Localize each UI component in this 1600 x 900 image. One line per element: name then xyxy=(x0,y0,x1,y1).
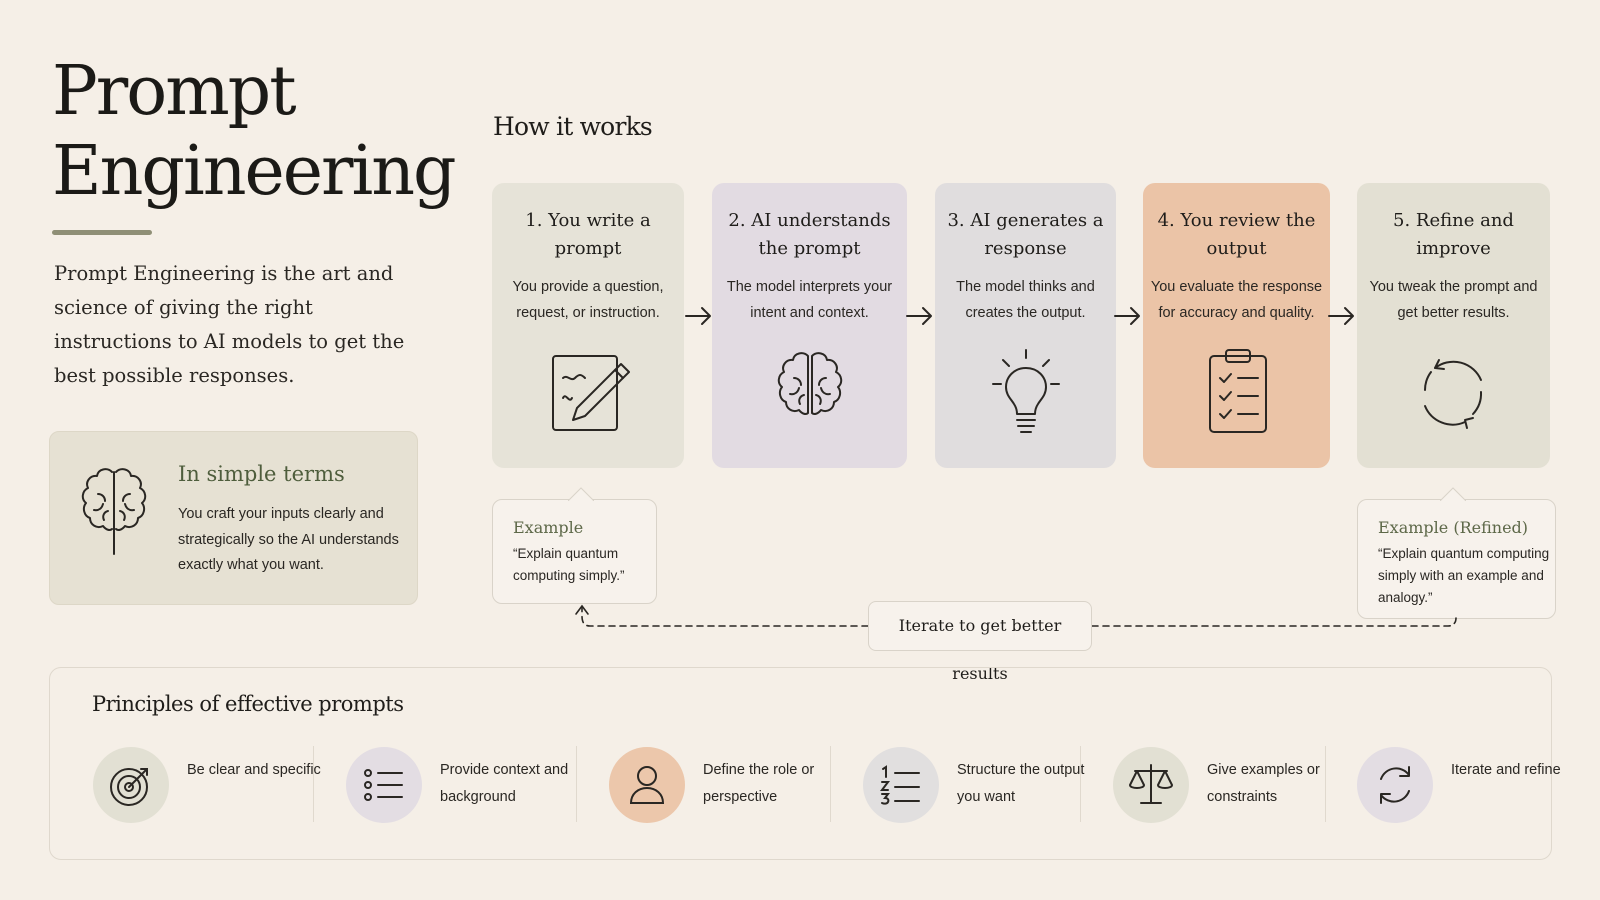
example-bubble: Example “Explain quantum computing simpl… xyxy=(492,487,657,604)
step-3-card: 3. AI generates a response The model thi… xyxy=(935,183,1116,468)
target-icon xyxy=(110,768,148,806)
divider xyxy=(313,746,314,822)
step-2-card: 2. AI understands the prompt The model i… xyxy=(712,183,907,468)
principle-label: Iterate and refine xyxy=(1451,762,1561,778)
how-it-works-heading: How it works xyxy=(493,112,653,141)
principle-label: Define the role or perspective xyxy=(703,762,815,805)
principle-item: Give examples or constraints xyxy=(1113,745,1343,825)
simple-terms-card: In simple terms You craft your inputs cl… xyxy=(49,431,418,605)
title-line-1: Prompt xyxy=(52,52,297,131)
lightbulb-icon xyxy=(991,349,1060,433)
refresh-icon xyxy=(1423,359,1482,429)
step-title: 2. AI understands the prompt xyxy=(728,210,891,259)
numbered-list-icon xyxy=(880,765,920,805)
step-arrow-1 xyxy=(685,307,711,325)
divider xyxy=(576,746,577,822)
step-4-card: 4. You review the output You evaluate th… xyxy=(1143,183,1330,468)
principle-item: Iterate and refine xyxy=(1357,745,1567,825)
principle-label: Give examples or constraints xyxy=(1207,762,1320,805)
principle-item: Structure the output you want xyxy=(863,745,1093,825)
step-arrow-2 xyxy=(906,307,932,325)
step-description: The model interprets your intent and con… xyxy=(726,279,893,321)
principle-icon-circle xyxy=(93,747,169,823)
step-arrow-3 xyxy=(1114,307,1140,325)
example-text: “Explain quantum computing simply.” xyxy=(513,546,625,583)
principle-item: Provide context and background xyxy=(346,745,576,825)
step-title: 3. AI generates a response xyxy=(947,210,1104,259)
title-line-2: Engineering xyxy=(52,132,457,211)
refined-example-text: “Explain quantum computing simply with a… xyxy=(1378,546,1550,605)
principle-icon-circle xyxy=(863,747,939,823)
brain-icon xyxy=(81,468,147,555)
step-1-card: 1. You write a prompt You provide a ques… xyxy=(492,183,684,468)
principle-icon-circle xyxy=(1357,747,1433,823)
example-label: Example xyxy=(513,518,584,537)
refined-example-label: Example (Refined) xyxy=(1378,518,1529,537)
principle-item: Be clear and specific xyxy=(93,745,321,825)
principle-icon-circle xyxy=(609,747,685,823)
step-title: 4. You review the output xyxy=(1157,210,1316,259)
divider xyxy=(830,746,831,822)
refined-example-bubble: Example (Refined) “Explain quantum compu… xyxy=(1357,487,1556,619)
step-5-card: 5. Refine and improve You tweak the prom… xyxy=(1357,183,1550,468)
divider xyxy=(1325,746,1326,822)
step-description: The model thinks and creates the output. xyxy=(956,279,1095,321)
iterate-label: Iterate to get better results xyxy=(868,601,1092,683)
step-arrow-4 xyxy=(1328,307,1354,325)
page-title: Prompt Engineering xyxy=(52,52,457,212)
principle-label: Provide context and background xyxy=(440,762,569,805)
step-description: You provide a question, request, or inst… xyxy=(512,279,664,321)
intro-text: Prompt Engineering is the art and scienc… xyxy=(54,262,405,387)
brain-icon xyxy=(777,352,842,415)
simple-terms-text: You craft your inputs clearly and strate… xyxy=(178,506,399,573)
document-pencil-icon xyxy=(552,355,630,431)
principles-heading: Principles of effective prompts xyxy=(92,692,404,716)
step-description: You tweak the prompt and get better resu… xyxy=(1369,279,1538,321)
bubble-tail xyxy=(568,487,594,501)
principle-label: Be clear and specific xyxy=(187,762,321,778)
scales-icon xyxy=(1129,764,1173,804)
clipboard-check-icon xyxy=(1208,349,1267,433)
title-underline xyxy=(52,230,152,235)
principle-item: Define the role or perspective xyxy=(609,745,839,825)
principles-panel: Principles of effective prompts Be clear… xyxy=(49,667,1561,860)
principle-icon-circle xyxy=(346,747,422,823)
simple-terms-heading: In simple terms xyxy=(178,462,345,486)
principle-icon-circle xyxy=(1113,747,1189,823)
divider xyxy=(1080,746,1081,822)
step-title: 1. You write a prompt xyxy=(525,210,651,259)
bubble-tail xyxy=(1440,487,1466,501)
step-description: You evaluate the response for accuracy a… xyxy=(1150,279,1323,321)
step-title: 5. Refine and improve xyxy=(1393,210,1514,259)
principle-label: Structure the output you want xyxy=(957,762,1085,805)
refresh-icon xyxy=(1380,766,1410,804)
person-icon xyxy=(629,766,665,804)
list-icon xyxy=(364,769,403,801)
